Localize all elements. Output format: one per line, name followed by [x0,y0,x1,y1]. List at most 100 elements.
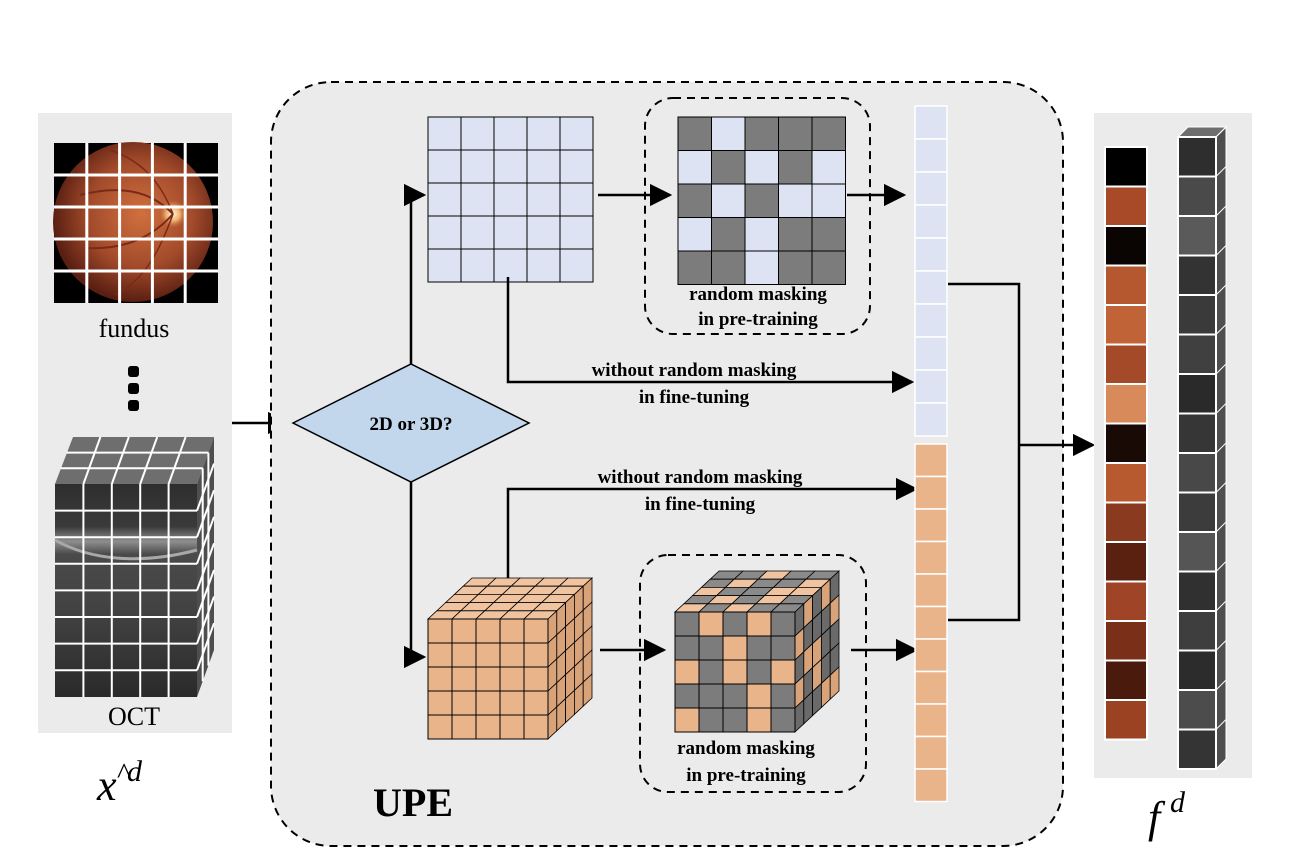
masked-patch-2d [744,116,779,151]
oct-grid-line [82,436,102,485]
oct-token-strip [1176,125,1228,771]
skip-2d-line2: in fine-tuning [639,387,750,408]
patch-2d [559,116,594,151]
token-2d [914,204,948,239]
output-symbol-base: f [1148,793,1166,842]
input-symbol-sup: d [127,755,143,788]
visible-patch-2d [811,150,846,185]
oct-token [1177,373,1217,415]
oct-token [1177,689,1217,731]
patch-2d [460,182,495,217]
oct-token-side-line [1215,166,1227,177]
oct-token [1177,570,1217,612]
masked-patch-2d [677,183,712,218]
oct-grid-line [139,436,159,485]
cube-front-cell [746,635,772,661]
token-3d [914,605,948,640]
fundus-token [1104,146,1148,188]
merge-connector [948,282,1021,622]
oct-token [1177,294,1217,336]
cube-front-cell [698,683,724,709]
oct-grid-line [196,516,215,565]
oct-token-side-line [1215,363,1227,375]
cube-front-cell [427,642,453,668]
oct-grid-line [196,569,215,618]
masked-patch-2d [811,250,846,285]
cube-side-cell [582,673,593,708]
input-symbol-hat: ^ [117,757,131,790]
cube-front-cell [746,683,772,709]
oct-grid-line [196,543,215,591]
arrow-3d-skip [506,477,919,578]
oct-grid-line [167,436,187,485]
cube-side-cell [829,666,840,701]
cube-front-cell [770,707,796,733]
cube-front-cell [698,635,724,661]
cube-front-cell [674,611,700,637]
cube-front-cell [523,618,549,644]
fundus-token [1104,541,1148,583]
masked-patch-2d [778,217,813,252]
mask-3d-line2: in pre-training [686,765,806,786]
patch-2d [493,182,528,217]
cube-front-cell [523,714,549,740]
cube-front-cell [698,659,724,685]
cube-front-cell [722,611,748,637]
token-3d [914,670,948,705]
oct-token [1177,175,1217,217]
upe-title: UPE [373,780,453,825]
cube-front-cell [746,659,772,685]
mask-3d-line1: random masking [677,738,815,759]
patch-cube-3d [426,577,594,740]
token-3d [914,508,948,543]
oct-token-side-line [1215,403,1227,414]
cube-front-cell [499,642,525,668]
token-2d [914,369,948,404]
cube-front-cell [499,690,525,716]
oct-volume [54,436,215,697]
oct-token [1177,610,1217,652]
decision-label: 2D or 3D? [369,414,452,435]
patch-2d [460,215,495,250]
arrow-2d-skip [506,277,915,394]
oct-token-side-line [1215,600,1227,612]
output-symbol: f d [1148,786,1186,842]
cube-front-cell [523,666,549,692]
oct-token-side-line [1215,561,1227,572]
masked-patch-2d [778,116,813,151]
patch-2d [493,248,528,283]
token-3d [914,443,948,478]
cube-front-cell [451,666,477,692]
fundus-token [1104,185,1148,227]
token-2d [914,402,948,437]
skip-3d-line1: without random masking [598,467,803,488]
token-2d [914,336,948,371]
patch-2d [427,182,462,217]
mask-2d-line2: in pre-training [698,309,818,330]
cube-front-cell [475,690,501,716]
cube-front-cell [451,690,477,716]
output-symbol-sup: d [1170,786,1186,819]
fundus-image [53,142,218,303]
visible-patch-2d [744,217,779,252]
cube-front-cell [770,659,796,685]
cube-front-cell [722,635,748,661]
patch-2d [493,149,528,184]
cube-front-cell [427,666,453,692]
oct-token [1177,531,1217,573]
cube-front-cell [746,611,772,637]
masked-patch-2d [711,250,746,285]
oct-label: OCT [108,702,160,731]
cube-front-cell [427,618,453,644]
oct-token-side-line [1215,245,1227,256]
token-2d [914,105,948,140]
oct-token [1177,728,1217,770]
visible-patch-2d [711,183,746,218]
cube-front-cell [770,635,796,661]
arrow-decision-to-2d [403,183,427,364]
mask-2d-line1: random masking [689,284,827,305]
masked-patch-2d [744,183,779,218]
mask-2d-box [644,97,871,335]
oct-token [1177,254,1217,296]
masked-patch-2d [778,150,813,185]
